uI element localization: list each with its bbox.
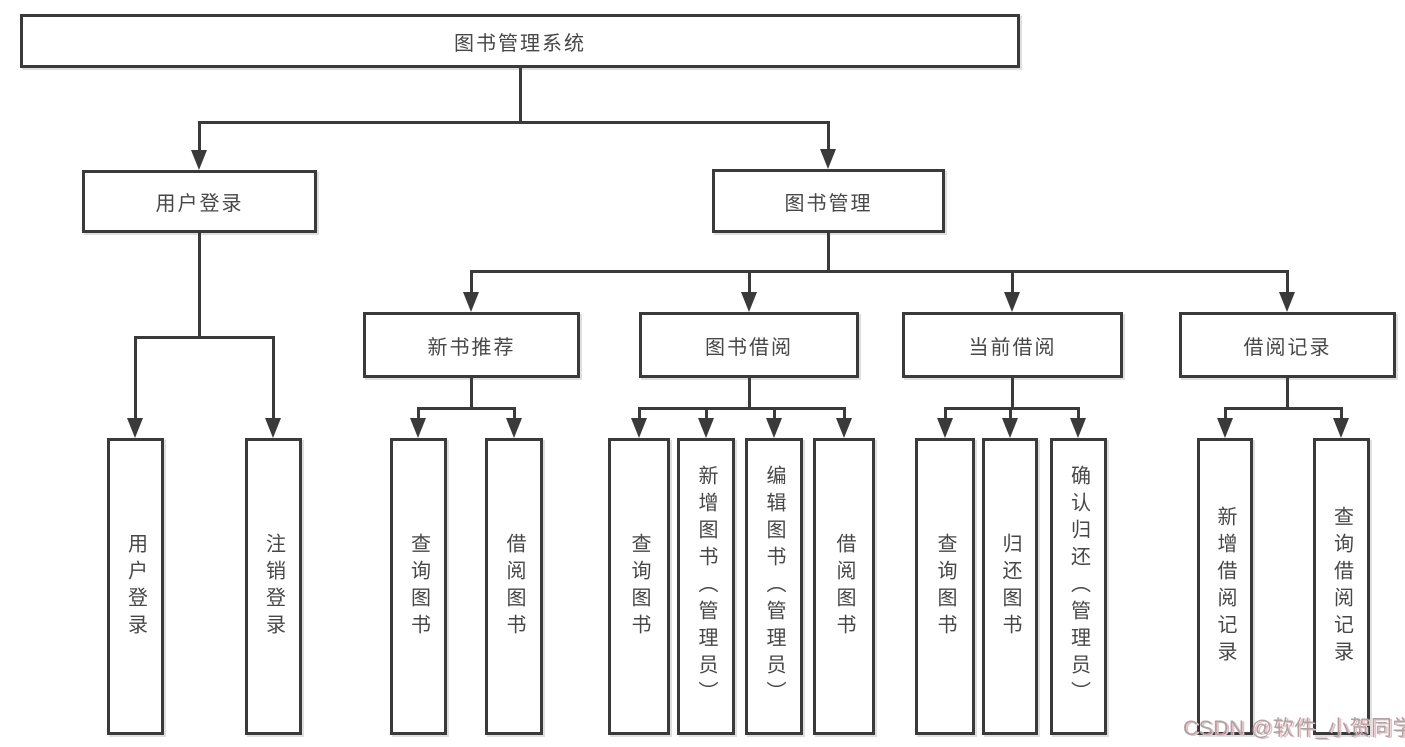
arrow-down-icon	[1333, 418, 1349, 438]
leaf-return-book-label: 归还图书	[999, 532, 1021, 641]
connector-shaft	[272, 336, 275, 420]
connector-shaft	[134, 336, 137, 420]
arrow-down-icon	[937, 418, 953, 438]
leaf-borrow-query-book: 查询图书	[608, 438, 670, 735]
arrow-down-icon	[463, 292, 479, 312]
node-user-login-label: 用户登录	[155, 193, 244, 215]
connector-shaft	[1340, 407, 1343, 421]
arrow-down-icon	[766, 418, 782, 438]
leaf-add-book-admin-label: 新增图书（管理员）	[695, 465, 717, 708]
node-borrow-record: 借阅记录	[1179, 312, 1396, 378]
connector-shaft	[417, 407, 420, 421]
arrow-down-icon	[1070, 418, 1086, 438]
arrow-down-icon	[1004, 292, 1020, 312]
connector-shaft	[198, 121, 201, 152]
arrow-down-icon	[741, 292, 757, 312]
leaf-current-query-book-label: 查询图书	[934, 532, 956, 641]
connector-shaft	[470, 270, 473, 295]
leaf-recommend-borrow-book: 借阅图书	[485, 438, 543, 735]
leaf-query-borrow-record-label: 查询借阅记录	[1330, 505, 1353, 668]
arrow-down-icon	[836, 418, 852, 438]
arrow-down-icon	[1002, 418, 1018, 438]
connector-shaft	[1286, 270, 1289, 295]
connector-root-drop	[519, 68, 522, 123]
node-new-book-recommend-label: 新书推荐	[427, 336, 516, 359]
connector-userlogin-spread	[134, 336, 275, 339]
leaf-add-book-admin: 新增图书（管理员）	[677, 438, 735, 735]
connector-recommend-drop	[470, 378, 473, 410]
connector-shaft	[773, 407, 776, 421]
node-user-login: 用户登录	[82, 170, 317, 233]
arrow-down-icon	[506, 418, 522, 438]
leaf-add-borrow-record-label: 新增借阅记录	[1214, 505, 1236, 668]
leaf-add-borrow-record: 新增借阅记录	[1197, 438, 1253, 735]
arrow-down-icon	[265, 418, 281, 438]
connector-borrow-spread	[638, 407, 846, 410]
leaf-return-book: 归还图书	[982, 438, 1038, 735]
connector-record-spread	[1224, 407, 1343, 410]
leaf-user-login: 用户登录	[107, 438, 164, 735]
connector-current-spread	[944, 407, 1080, 410]
connector-record-drop	[1286, 378, 1289, 410]
arrow-down-icon	[631, 418, 647, 438]
connector-shaft	[1011, 270, 1014, 295]
arrow-down-icon	[127, 418, 143, 438]
connector-shaft	[513, 407, 516, 421]
leaf-edit-book-admin-label: 编辑图书（管理员）	[763, 465, 785, 708]
connector-borrow-drop	[748, 378, 751, 410]
node-book-borrow-label: 图书借阅	[705, 336, 793, 359]
node-book-management: 图书管理	[712, 169, 945, 233]
arrow-down-icon	[1217, 418, 1233, 438]
node-book-management-label: 图书管理	[784, 192, 873, 215]
connector-shaft	[843, 407, 846, 421]
connector-shaft	[1224, 407, 1227, 421]
leaf-confirm-return-admin-label: 确认归还（管理员）	[1067, 465, 1090, 708]
leaf-borrow-query-book-label: 查询图书	[628, 532, 650, 641]
connector-shaft	[827, 121, 830, 152]
node-current-borrow-label: 当前借阅	[968, 336, 1057, 359]
leaf-edit-book-admin: 编辑图书（管理员）	[745, 438, 803, 735]
connector-shaft	[944, 407, 947, 421]
leaf-recommend-query-book: 查询图书	[390, 438, 447, 735]
connector-bookmgmt-drop	[827, 233, 830, 273]
node-borrow-record-label: 借阅记录	[1243, 336, 1332, 359]
connector-userlogin-drop	[198, 233, 201, 339]
connector-recommend-spread	[417, 407, 516, 410]
node-root-label: 图书管理系统	[454, 32, 586, 55]
arrow-down-icon	[698, 418, 714, 438]
leaf-user-login-label: 用户登录	[124, 532, 147, 641]
connector-shaft	[1009, 407, 1012, 421]
arrow-down-icon	[410, 418, 426, 438]
node-current-borrow: 当前借阅	[902, 312, 1123, 378]
watermark: CSDN @软件_小贺同学	[1183, 717, 1405, 740]
leaf-logout-label: 注销登录	[262, 532, 285, 641]
leaf-recommend-borrow-book-label: 借阅图书	[503, 532, 525, 641]
connector-shaft	[748, 270, 751, 295]
connector-bookmgmt-spread	[470, 270, 1289, 273]
arrow-down-icon	[191, 150, 207, 170]
leaf-query-borrow-record: 查询借阅记录	[1313, 438, 1370, 735]
arrow-down-icon	[1279, 292, 1295, 312]
connector-current-drop	[1011, 378, 1014, 410]
arrow-down-icon	[820, 149, 836, 169]
leaf-borrow-book-label: 借阅图书	[833, 532, 855, 641]
connector-shaft	[638, 407, 641, 421]
leaf-current-query-book: 查询图书	[915, 438, 975, 735]
connector-root-spread	[198, 121, 830, 124]
connector-shaft	[705, 407, 708, 421]
leaf-logout: 注销登录	[245, 438, 302, 735]
leaf-borrow-book: 借阅图书	[813, 438, 875, 735]
leaf-recommend-query-book-label: 查询图书	[407, 532, 430, 641]
leaf-confirm-return-admin: 确认归还（管理员）	[1050, 438, 1107, 735]
connector-shaft	[1077, 407, 1080, 421]
node-new-book-recommend: 新书推荐	[363, 312, 580, 378]
node-book-borrow: 图书借阅	[639, 312, 859, 378]
node-root: 图书管理系统	[20, 14, 1020, 68]
